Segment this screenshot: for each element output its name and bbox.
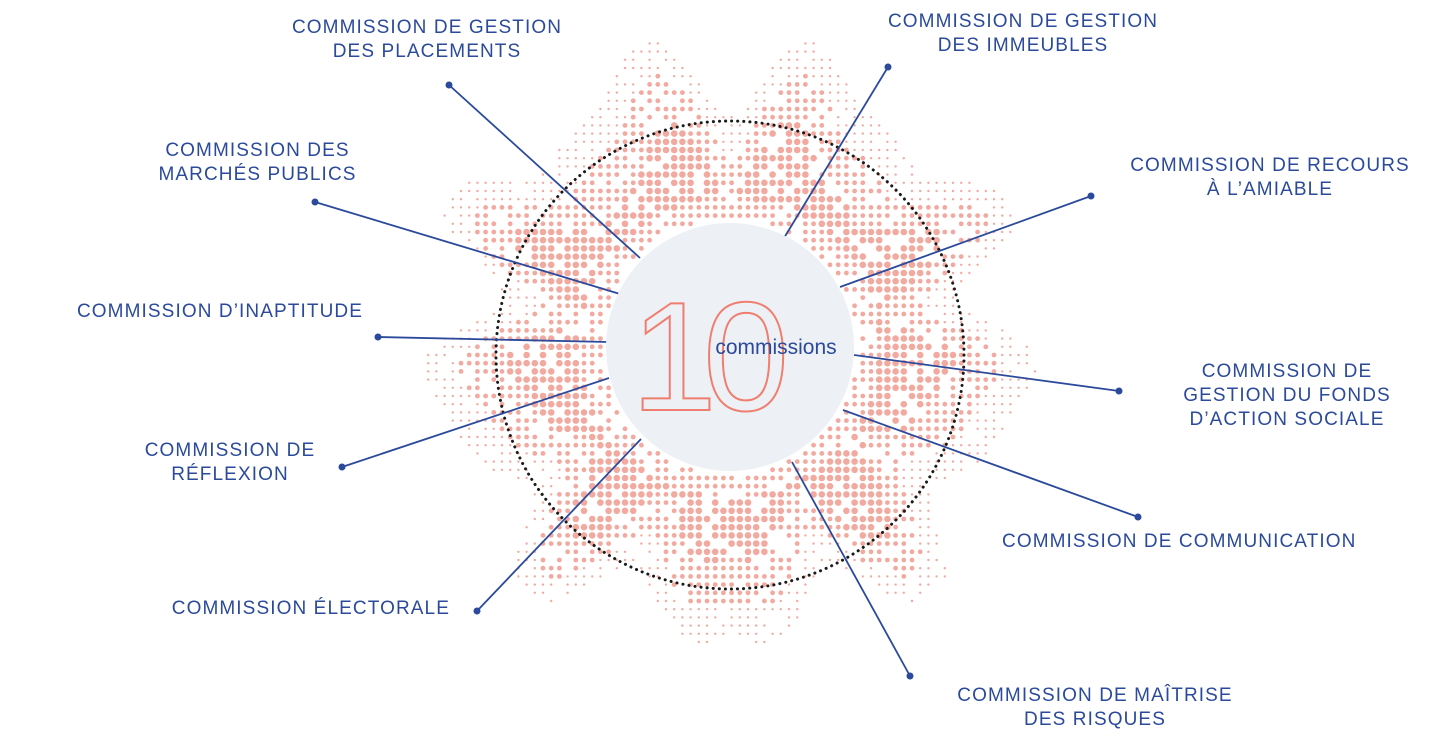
connector-maitrise-risques [791,461,911,677]
connector-maitrise-risques-endpoint [906,672,914,680]
label-communication: COMMISSION DE COMMUNICATION [1002,531,1357,552]
label-gestion-placements: COMMISSION DE GESTION DES PLACEMENTS [291,17,563,62]
center-caption: commissions [715,336,836,359]
connector-recours-amiable-endpoint [1087,192,1095,200]
connector-inaptitude [377,336,609,343]
label-reflexion: COMMISSION DE RÉFLEXION [144,440,316,485]
dotted-ring [494,119,966,591]
label-fonds-action-sociale: COMMISSION DE GESTION DU FONDS D’ACTION … [1183,361,1391,430]
center-number: 10 [631,270,784,443]
label-maitrise-risques: COMMISSION DE MAÎTRISE DES RISQUES [957,685,1233,730]
connector-gestion-immeubles-endpoint [884,63,892,71]
center-circle [606,223,854,471]
connector-reflexion [341,377,610,468]
connector-marches-publics [314,201,621,295]
connector-inaptitude-endpoint [374,333,382,341]
connector-recours-amiable [839,195,1092,288]
connector-communication [842,409,1139,518]
label-inaptitude: COMMISSION D’INAPTITUDE [76,301,363,322]
connector-electorale-endpoint [473,607,481,615]
connector-gestion-placements [448,84,641,259]
connector-fonds-action-sociale-endpoint [1115,387,1123,395]
connector-communication-endpoint [1134,513,1142,521]
connector-lines [311,63,1142,680]
label-electorale: COMMISSION ÉLECTORALE [171,598,450,619]
connector-marches-publics-endpoint [311,198,319,206]
label-gestion-immeubles: COMMISSION DE GESTION DES IMMEUBLES [887,11,1159,56]
connector-fonds-action-sociale [853,354,1120,392]
connector-gestion-immeubles [783,66,889,239]
connector-gestion-placements-endpoint [445,81,453,89]
label-marches-publics: COMMISSION DES MARCHÉS PUBLICS [158,140,357,185]
connector-reflexion-endpoint [338,463,346,471]
connector-electorale [476,438,642,612]
label-recours-amiable: COMMISSION DE RECOURS À L’AMIABLE [1130,155,1410,200]
dot-halo [427,42,1037,644]
